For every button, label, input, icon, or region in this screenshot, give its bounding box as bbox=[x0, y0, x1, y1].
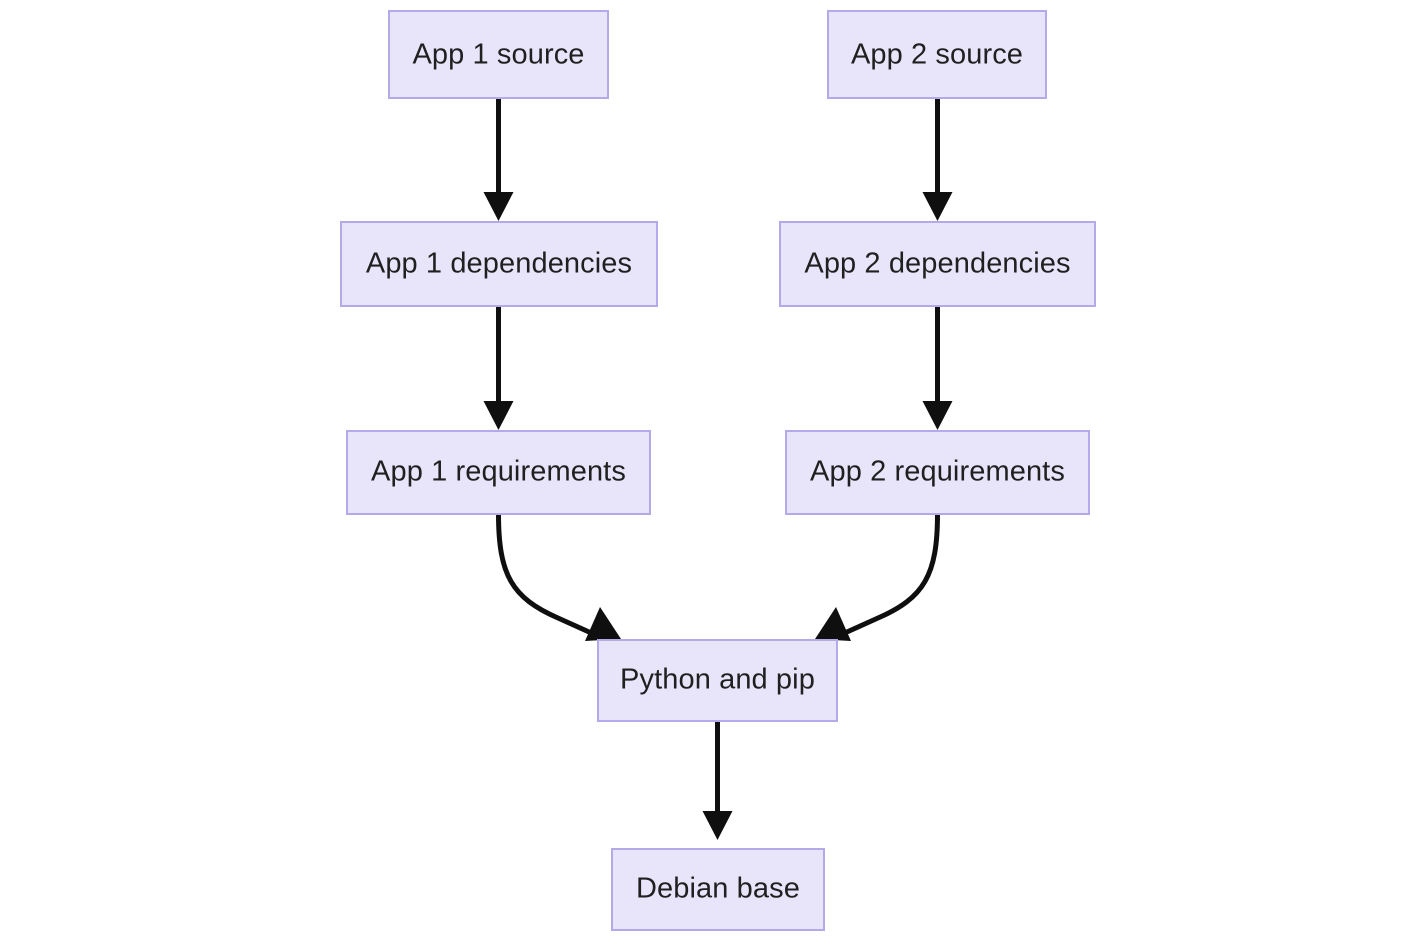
node-python-and-pip[interactable]: Python and pip bbox=[597, 639, 838, 722]
edge-app1-source-to-app1-dependencies bbox=[483, 98, 514, 221]
node-app2-dependencies[interactable]: App 2 dependencies bbox=[779, 221, 1096, 307]
edge-app1-dependencies-to-app1-requirements bbox=[483, 306, 514, 430]
node-label-app2-source: App 2 source bbox=[851, 39, 1023, 71]
edge-python-and-pip-to-debian-base bbox=[702, 721, 733, 840]
node-label-app1-dependencies: App 1 dependencies bbox=[366, 248, 632, 280]
node-layer: App 1 source App 2 source App 1 dependen… bbox=[340, 10, 1096, 931]
node-app1-dependencies[interactable]: App 1 dependencies bbox=[340, 221, 658, 307]
node-label-python-and-pip: Python and pip bbox=[620, 664, 815, 696]
node-label-debian-base: Debian base bbox=[636, 873, 800, 905]
node-label-app1-requirements: App 1 requirements bbox=[371, 456, 626, 488]
node-debian-base[interactable]: Debian base bbox=[611, 848, 825, 931]
node-app2-requirements[interactable]: App 2 requirements bbox=[785, 430, 1090, 515]
node-label-app1-source: App 1 source bbox=[412, 39, 584, 71]
edge-app1-requirements-to-python-and-pip bbox=[496, 513, 621, 641]
node-app2-source[interactable]: App 2 source bbox=[827, 10, 1047, 99]
edge-app2-dependencies-to-app2-requirements bbox=[922, 306, 953, 430]
edge-app2-source-to-app2-dependencies bbox=[922, 98, 953, 221]
edge-layer bbox=[483, 98, 953, 840]
node-app1-requirements[interactable]: App 1 requirements bbox=[346, 430, 651, 515]
node-app1-source[interactable]: App 1 source bbox=[388, 10, 609, 99]
node-label-app2-requirements: App 2 requirements bbox=[810, 456, 1065, 488]
node-label-app2-dependencies: App 2 dependencies bbox=[804, 248, 1070, 280]
edge-app2-requirements-to-python-and-pip bbox=[815, 513, 940, 641]
